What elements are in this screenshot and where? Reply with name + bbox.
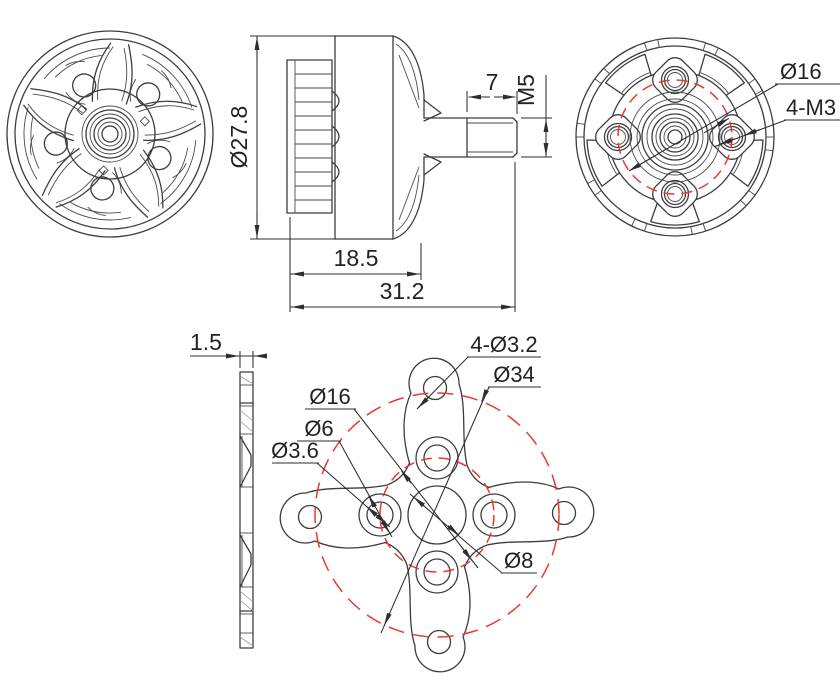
bolt-circle-16-mount [379,457,495,573]
bolt-circle-16-back [617,79,733,195]
hub-screw-icon [76,105,87,116]
dim-shaft-thread: M5 [513,74,552,158]
dim-label-shaft-length: 7 [486,69,499,95]
callout-back-mount-holes: 4-M3 [714,95,840,147]
dim-label-inner-hole: Ø3.6 [271,438,319,463]
callout-counterbore: Ø6 [297,416,393,538]
dim-label-body-diameter: Ø27.8 [226,106,252,169]
mount-plan-view: 4-Ø3.2 Ø34 Ø16 Ø6 [271,332,595,673]
front-hub [64,88,156,180]
callout-center-hole: Ø8 [409,493,537,574]
callout-inner-circle: Ø16 [305,384,479,569]
dim-label-back-mount-holes: 4-M3 [786,95,836,120]
side-shaft [423,117,518,158]
dim-body-diameter: Ø27.8 [226,35,335,240]
mount-side-profile: 1.5 [190,329,268,649]
back-bearing [629,91,721,183]
dim-label-back-bolt-circle: Ø16 [780,59,822,84]
dim-body-length: 18.5 [289,217,422,312]
dim-label-counterbore: Ø6 [304,416,333,441]
side-body [334,35,442,240]
dim-label-outer-circle: Ø34 [493,362,535,387]
side-fin-block [286,59,340,214]
hub-screw-icon [139,116,150,127]
dim-label-arm-holes: 4-Ø3.2 [470,332,537,357]
bolt-circle-34 [314,392,560,638]
hub-screw-icon [98,165,109,176]
dim-label-inner-circle: Ø16 [309,384,351,409]
callout-arm-holes: 4-Ø3.2 [416,332,541,410]
dim-label-center-hole: Ø8 [504,548,533,573]
dim-total-length: 31.2 [290,162,516,312]
callout-inner-hole: Ø3.6 [271,438,391,528]
dim-label-shaft-thread: M5 [513,74,539,106]
back-view: Ø16 4-M3 [575,37,840,237]
dim-label-total-length: 31.2 [380,278,425,304]
callout-back-bolt-circle: Ø16 [628,59,840,172]
dim-label-body-length: 18.5 [334,245,379,271]
front-view [0,23,214,252]
center-hole [407,485,467,545]
dim-shaft-length: 7 [466,69,518,114]
dim-plate-thickness: 1.5 [190,329,268,368]
dim-label-plate-thickness: 1.5 [190,329,222,355]
callout-outer-circle: Ø34 [380,362,541,634]
side-view: Ø27.8 7 M5 18.5 [226,35,552,312]
